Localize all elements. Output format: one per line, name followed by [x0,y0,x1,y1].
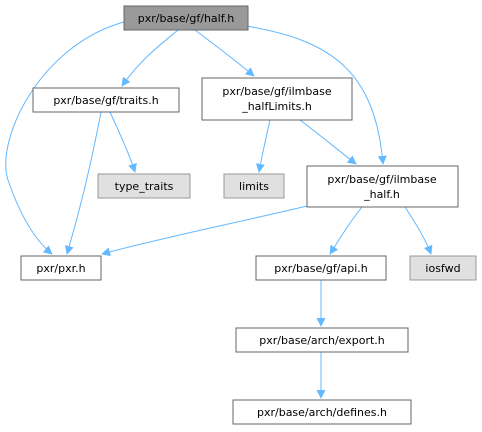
node-ilmbase-halflimits-h[interactable]: pxr/base/gf/ilmbase _halfLimits.h [201,77,353,121]
node-box [232,399,412,425]
node-label: pxr/base/gf/half.h [138,12,235,25]
edge-ilmbase-halfLimits-h-to-limits [255,119,271,173]
node-label: pxr/pxr.h [36,262,85,275]
node-box [409,255,477,281]
edge-layer [5,21,433,399]
node-box [255,255,387,281]
node-half-h[interactable]: pxr/base/gf/half.h [123,5,249,31]
node-export-h[interactable]: pxr/base/arch/export.h [235,327,409,353]
node-label: limits [239,180,269,193]
node-label-line-2: _half.h [363,188,400,201]
edge-half-h-to-ilmbase-half-h [245,25,387,165]
edge-ilmbase-half-h-to-iosfwd [404,206,433,255]
node-box [201,77,353,121]
node-box [97,173,191,199]
node-box [20,255,102,281]
node-label-line-2: _halfLimits.h [241,100,312,113]
edge-ilmbase-half-h-to-api-h [329,206,363,255]
edge-half-h-to-traits-h [121,29,179,87]
node-box [306,165,459,208]
edge-traits-h-to-pxr-h [64,111,102,255]
node-box [123,5,249,31]
node-traits-h[interactable]: pxr/base/gf/traits.h [32,87,180,113]
node-label: pxr/base/arch/export.h [259,334,385,347]
node-type-traits[interactable]: type_traits [97,173,191,199]
node-label: pxr/base/gf/traits.h [53,94,158,107]
node-label: type_traits [115,180,174,193]
node-defines-h[interactable]: pxr/base/arch/defines.h [232,399,412,425]
node-pxr-h[interactable]: pxr/pxr.h [20,255,102,281]
edge-ilmbase-halfLimits-h-to-ilmbase-half-h [299,119,357,165]
node-limits[interactable]: limits [223,173,285,199]
node-box [223,173,285,199]
node-label: pxr/base/arch/defines.h [257,406,387,419]
edge-ilmbase-half-h-to-pxr-h [101,205,308,257]
edge-half-h-to-ilmbase-halfLimits-h [194,29,255,77]
node-iosfwd[interactable]: iosfwd [409,255,477,281]
node-box [32,87,180,113]
node-ilmbase-half-h[interactable]: pxr/base/gf/ilmbase _half.h [306,165,459,208]
node-label-line-1: pxr/base/gf/ilmbase [327,173,436,186]
edge-traits-h-to-type-traits [109,111,137,173]
node-label: iosfwd [425,262,460,275]
edge-half-h-to-pxr-h [5,21,125,255]
node-label-line-1: pxr/base/gf/ilmbase [222,85,331,98]
node-box [235,327,409,353]
node-layer: pxr/base/gf/half.h pxr/base/gf/traits.h … [20,5,477,425]
node-label: pxr/base/gf/api.h [274,262,367,275]
node-api-h[interactable]: pxr/base/gf/api.h [255,255,387,281]
